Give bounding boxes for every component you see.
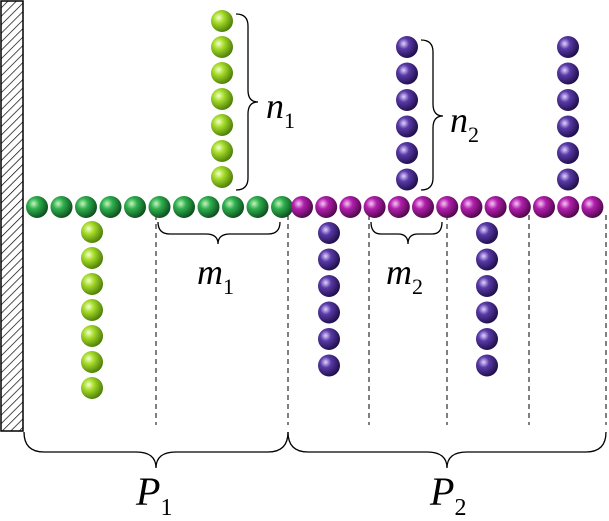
backbone-bead-green: [271, 196, 293, 218]
label-m1: m1: [197, 252, 234, 299]
backbone-bead-purple: [436, 196, 459, 218]
brace-n2: [420, 39, 444, 191]
backbone-bead-green: [222, 196, 244, 218]
graft-bead-lightgreen: [211, 10, 233, 32]
backbone-bead-purple: [291, 196, 313, 218]
backbone-bead-purple: [581, 196, 604, 218]
backbone-bead-purple: [315, 196, 338, 218]
backbone-bead-purple: [533, 196, 555, 218]
graft-bead-purple: [396, 142, 418, 164]
graft-bead-purple: [396, 168, 418, 191]
label-P2: P2: [429, 469, 466, 521]
backbone-bead-purple: [557, 196, 580, 218]
label-m2: m2: [386, 252, 423, 299]
brace-P1: [23, 431, 289, 469]
graft-bead-purple: [318, 275, 340, 297]
graft-bead-lightgreen: [211, 62, 233, 84]
graft-bead-purple: [557, 168, 579, 191]
graft-bead-purple: [476, 248, 498, 271]
brace-m2: [370, 221, 443, 245]
graft-bead-purple: [476, 222, 498, 244]
backbone-bead-green: [99, 196, 122, 218]
graft-bead-lightgreen: [211, 166, 233, 188]
graft-bead-purple: [318, 328, 340, 350]
graft-bead-purple: [557, 89, 579, 111]
graft-bead-lightgreen: [211, 88, 233, 110]
backbone-bead-green: [173, 196, 195, 218]
backbone-bead-green: [246, 196, 269, 218]
backbone-bead-purple: [412, 196, 434, 218]
graft-bead-lightgreen: [211, 114, 233, 136]
backbone-bead-purple: [363, 196, 386, 218]
graft-bead-purple: [396, 115, 418, 138]
graft-bead-purple: [557, 62, 579, 85]
bead-chains: [26, 10, 604, 399]
backbone-bead-green: [75, 196, 97, 218]
dashed-guides: [155, 215, 607, 425]
graft-bead-lightgreen: [81, 221, 103, 243]
graft-bead-purple: [318, 248, 340, 271]
backbone-bead-green: [26, 196, 48, 218]
label-n2: n2: [450, 100, 479, 147]
graft-bead-lightgreen: [81, 247, 103, 269]
graft-bead-purple: [318, 222, 340, 244]
graft-bead-lightgreen: [81, 273, 103, 295]
brace-P2: [287, 431, 607, 469]
graft-bead-purple: [557, 142, 579, 164]
graft-bead-purple: [476, 275, 498, 297]
graft-bead-lightgreen: [211, 36, 233, 58]
backbone-bead-green: [197, 196, 220, 218]
graft-bead-purple: [318, 354, 340, 377]
graft-bead-purple: [476, 328, 498, 350]
graft-bead-lightgreen: [81, 351, 103, 373]
graft-bead-purple: [476, 301, 498, 324]
wall-hatched: [0, 0, 24, 432]
brace-n1: [235, 13, 259, 191]
label-n1: n1: [266, 86, 295, 133]
braces: [23, 13, 607, 469]
backbone-bead-purple: [339, 196, 362, 218]
graft-bead-lightgreen: [211, 140, 233, 162]
graft-bead-lightgreen: [81, 377, 103, 399]
graft-bead-lightgreen: [81, 299, 103, 321]
backbone-bead-purple: [387, 196, 410, 218]
graft-bead-purple: [396, 36, 418, 58]
backbone-bead-green: [50, 196, 73, 218]
graft-bead-purple: [557, 115, 579, 138]
backbone-bead-purple: [484, 196, 507, 218]
backbone-bead-purple: [508, 196, 531, 218]
backbone-bead-green: [124, 196, 146, 218]
backbone-bead-purple: [460, 196, 483, 218]
brace-m1: [157, 221, 281, 245]
label-P1: P1: [135, 469, 172, 521]
graft-bead-lightgreen: [81, 325, 103, 347]
graft-bead-purple: [557, 36, 579, 58]
graft-bead-purple: [318, 301, 340, 324]
backbone-bead-green: [148, 196, 171, 218]
graft-bead-purple: [476, 354, 498, 377]
graft-bead-purple: [396, 89, 418, 111]
graft-bead-purple: [396, 62, 418, 85]
